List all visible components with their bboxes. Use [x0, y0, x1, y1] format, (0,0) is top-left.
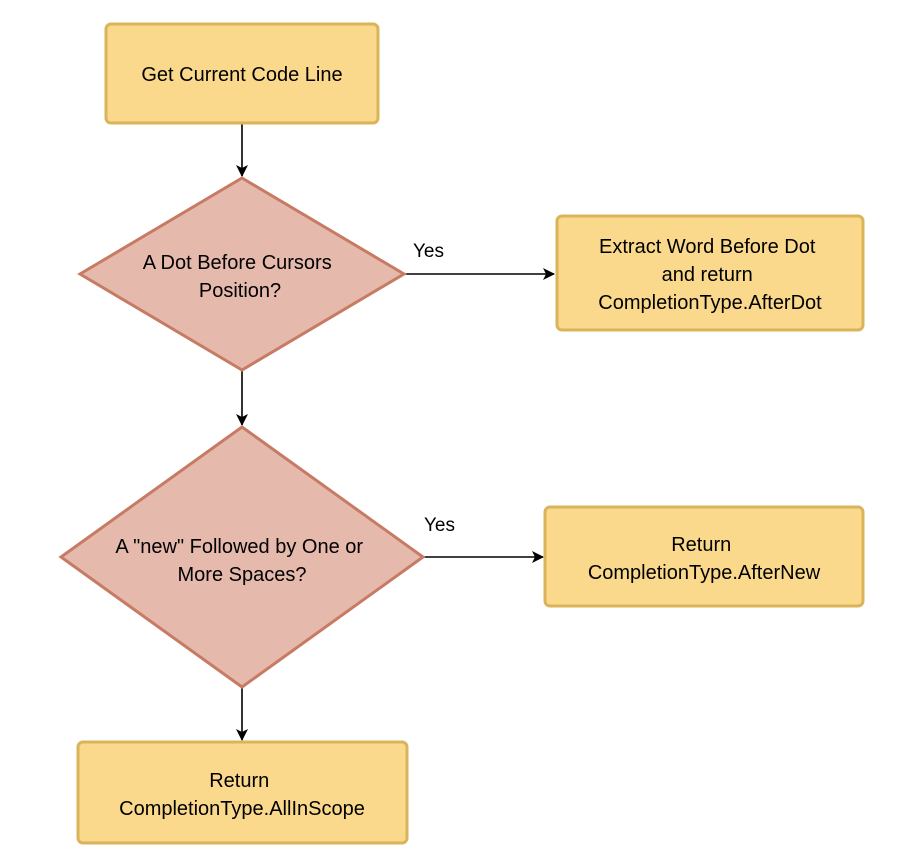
- decision-node-dot-before-cursor: A Dot Before Cursors Position?: [77, 176, 407, 372]
- node-label: Extract Word Before Dot and return Compl…: [598, 236, 822, 314]
- process-node-completion-after-new: Return CompletionType.AfterNew: [543, 505, 865, 608]
- process-node-completion-all-in-scope: Return CompletionType.AllInScope: [76, 740, 409, 845]
- edge-dot-decision-to-after-dot: Yes: [404, 241, 555, 280]
- node-label: Return CompletionType.AfterNew: [588, 534, 821, 584]
- process-node-completion-after-dot: Extract Word Before Dot and return Compl…: [555, 214, 865, 332]
- edge-label-yes-new: Yes: [424, 515, 455, 536]
- node-label: A Dot Before Cursors Position?: [143, 252, 338, 302]
- process-node-get-current-code-line: Get Current Code Line: [104, 22, 380, 125]
- edge-label-yes-dot: Yes: [413, 241, 444, 262]
- node-label: Get Current Code Line: [141, 64, 342, 86]
- decision-node-new-followed-by-spaces: A "new" Followed by One or More Spaces?: [58, 425, 426, 689]
- node-label: A "new" Followed by One or More Spaces?: [115, 536, 368, 586]
- edge-new-decision-to-after-new: Yes: [423, 515, 544, 563]
- node-label: Return CompletionType.AllInScope: [119, 770, 365, 820]
